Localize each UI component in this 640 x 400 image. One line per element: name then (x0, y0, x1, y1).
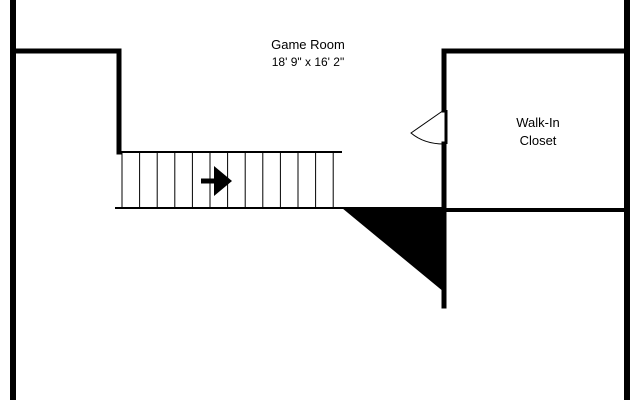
outer-walls (10, 0, 630, 400)
staircase (115, 151, 444, 209)
door-swing-arc (410, 109, 445, 145)
closet-name-line2: Closet (520, 133, 557, 148)
arrow-right-icon (201, 166, 232, 196)
stair-landing-triangle (342, 208, 444, 292)
closet-walls (441, 48, 630, 309)
game-room-name: Game Room (271, 37, 345, 52)
closet-name-line1: Walk-In (516, 115, 560, 130)
stair-treads (121, 152, 334, 208)
closet-door[interactable] (410, 109, 448, 145)
game-room-dimensions: 18' 9" x 16' 2" (272, 55, 344, 69)
game-room-west-wall (10, 48, 122, 155)
